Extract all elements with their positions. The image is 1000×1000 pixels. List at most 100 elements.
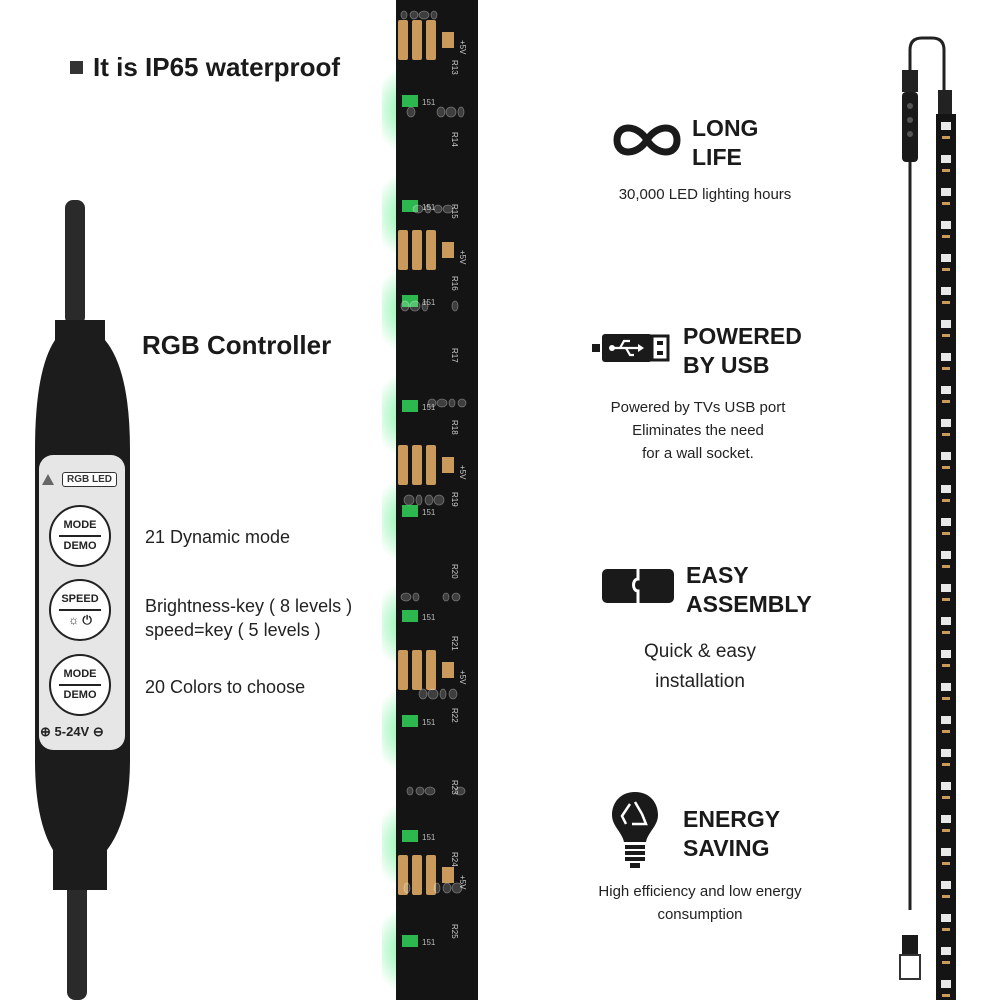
easy-assembly-title: EASY ASSEMBLY — [686, 561, 812, 619]
right-strip-led — [941, 320, 951, 328]
solder-pad — [398, 20, 408, 60]
solder-pad — [412, 650, 422, 690]
right-strip-led — [941, 617, 951, 625]
solder-pad — [442, 457, 454, 473]
right-strip-pad — [942, 367, 950, 370]
right-strip-pad — [942, 928, 950, 931]
right-strip-led — [941, 452, 951, 460]
solder-pad — [426, 20, 436, 60]
water-droplet — [451, 300, 459, 312]
mode-label-bottom: MODE — [63, 668, 97, 680]
water-droplet — [406, 106, 416, 118]
powered-usb-desc-line3: for a wall socket. — [642, 445, 754, 462]
right-strip-pad — [942, 433, 950, 436]
solder-pad — [412, 445, 422, 485]
right-strip-pad — [942, 136, 950, 139]
right-strip-pad — [942, 631, 950, 634]
water-droplet — [436, 106, 446, 118]
solder-pad — [442, 242, 454, 258]
rgb-controller-title: RGB Controller — [142, 330, 332, 360]
right-strip-led — [941, 518, 951, 526]
energy-saving-title-line2: SAVING — [683, 835, 770, 861]
pad-voltage-label: +5V — [458, 670, 467, 685]
pad-voltage-label: +5V — [458, 250, 467, 265]
right-strip-led — [941, 848, 951, 856]
right-strip-pad — [942, 829, 950, 832]
water-droplet — [436, 398, 448, 408]
solder-pad — [398, 445, 408, 485]
water-droplet — [400, 592, 412, 602]
water-droplet — [433, 494, 445, 506]
water-droplet — [427, 688, 439, 700]
resistor-label: R14 — [450, 132, 459, 147]
water-droplet — [415, 494, 423, 506]
solder-pad — [398, 230, 408, 270]
easy-assembly-title-line2: ASSEMBLY — [686, 591, 812, 617]
right-strip-led — [941, 980, 951, 988]
resistor-label: R15 — [450, 204, 459, 219]
right-strip-led — [941, 650, 951, 658]
water-droplet — [424, 494, 434, 506]
resistor-label: R23 — [450, 780, 459, 795]
water-droplet — [415, 786, 425, 796]
resistor-label: R18 — [450, 420, 459, 435]
water-droplet — [454, 786, 466, 796]
powered-usb-desc: Powered by TVs USB port Eliminates the n… — [590, 396, 806, 465]
puzzle-icon — [602, 569, 674, 603]
mode-demo-button-top[interactable]: MODE DEMO — [49, 505, 111, 567]
resistor-label: R22 — [450, 708, 459, 723]
right-strip-pad — [942, 664, 950, 667]
solder-pad — [398, 650, 408, 690]
energy-saving-title-line1: ENERGY — [683, 806, 781, 832]
water-droplet — [400, 300, 410, 312]
right-strip-pad — [942, 235, 950, 238]
speed-button[interactable]: SPEED ☼ ⏻ — [49, 579, 111, 641]
water-droplet — [421, 300, 429, 312]
infinity-icon — [613, 124, 681, 156]
button-divider — [59, 684, 101, 686]
led-code-label: 151 — [422, 98, 436, 107]
right-strip-led — [941, 221, 951, 229]
water-droplet — [406, 786, 414, 796]
energy-saving-title: ENERGY SAVING — [683, 805, 780, 863]
right-strip-led — [941, 155, 951, 163]
solder-pad — [442, 867, 454, 883]
water-droplet — [439, 688, 447, 700]
right-strip-pad — [942, 862, 950, 865]
led-chip — [402, 295, 418, 307]
solder-pad — [442, 662, 454, 678]
water-droplet — [409, 300, 421, 312]
button-divider — [59, 609, 101, 611]
pad-voltage-label: +5V — [458, 875, 467, 890]
voltage-label: ⊕ 5-24V ⊖ — [40, 724, 104, 740]
water-droplet — [412, 592, 420, 602]
water-droplet — [433, 204, 443, 214]
right-strip-pad — [942, 268, 950, 271]
waterproof-headline-text: It is IP65 waterproof — [93, 52, 341, 82]
led-code-label: 151 — [422, 718, 436, 727]
water-droplet — [433, 882, 441, 894]
long-life-title-line1: LONG — [692, 115, 759, 141]
brightness-power-icon: ☼ ⏻ — [68, 613, 92, 627]
led-code-label: 151 — [422, 938, 436, 947]
right-strip-led — [941, 122, 951, 130]
water-droplet — [457, 398, 467, 408]
powered-usb-title-line1: POWERED — [683, 323, 802, 349]
energy-saving-desc-line2: consumption — [657, 906, 743, 923]
mode-demo-button-bottom[interactable]: MODE DEMO — [49, 654, 111, 716]
led-chip — [402, 400, 418, 412]
right-strip-pad — [942, 697, 950, 700]
solder-pad — [412, 230, 422, 270]
led-chip — [402, 935, 418, 947]
water-droplet — [412, 204, 424, 214]
solder-pad — [412, 20, 422, 60]
water-droplet — [418, 688, 428, 700]
right-strip-pad — [942, 796, 950, 799]
led-code-label: 151 — [422, 508, 436, 517]
right-strip-pad — [942, 532, 950, 535]
demo-label-top: DEMO — [63, 540, 97, 552]
right-strip-pad — [942, 730, 950, 733]
led-chip — [402, 200, 418, 212]
pad-voltage-label: +5V — [458, 40, 467, 55]
resistor-label: R25 — [450, 924, 459, 939]
